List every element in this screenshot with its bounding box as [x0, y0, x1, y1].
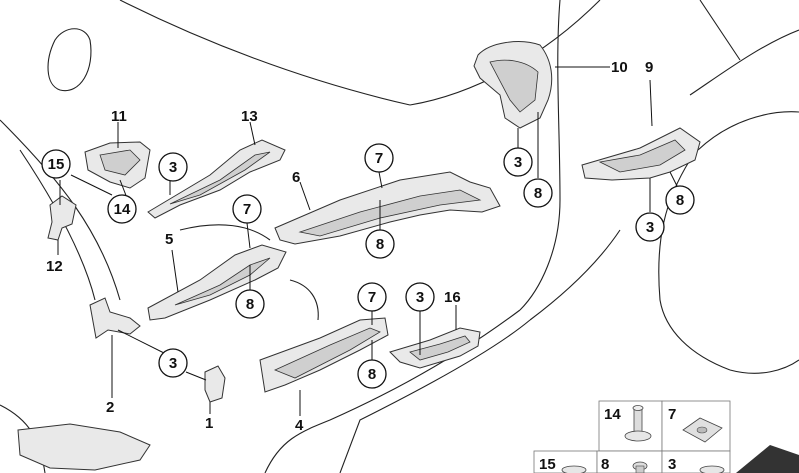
clip-icon — [561, 465, 587, 473]
legend-label-8: 8 — [601, 456, 609, 473]
svg-text:3: 3 — [514, 154, 522, 171]
label-13: 13 — [241, 108, 258, 125]
label-9: 9 — [645, 59, 653, 76]
svg-text:8: 8 — [368, 366, 376, 383]
svg-text:3: 3 — [416, 289, 424, 306]
svg-text:3: 3 — [169, 355, 177, 372]
svg-text:15: 15 — [48, 156, 65, 173]
callout-7: 7 — [357, 282, 387, 312]
heat-shield-part-4 — [259, 317, 389, 393]
spring-nut-icon — [682, 417, 723, 443]
legend-label-3: 3 — [668, 456, 676, 473]
label-12: 12 — [46, 258, 63, 275]
bracket-part-12 — [47, 195, 77, 241]
callout-14: 14 — [107, 194, 137, 224]
callout-3: 3 — [405, 282, 435, 312]
svg-text:7: 7 — [375, 150, 383, 167]
label-5: 5 — [165, 231, 173, 248]
callout-8: 8 — [357, 359, 387, 389]
svg-text:7: 7 — [243, 201, 251, 218]
heat-shield-part-13 — [147, 139, 286, 219]
circled-callouts: 15 14 3 7 8 7 8 3 — [41, 143, 695, 389]
callout-7: 7 — [232, 194, 262, 224]
label-1: 1 — [205, 415, 213, 432]
label-10: 10 — [611, 59, 628, 76]
callout-15: 15 — [41, 149, 71, 179]
callout-3: 3 — [158, 152, 188, 182]
callout-8: 8 — [235, 289, 265, 319]
heat-shield-part-11 — [84, 141, 151, 189]
heat-shield-part-5 — [147, 244, 287, 321]
callout-8: 8 — [665, 185, 695, 215]
screw-icon — [632, 461, 648, 473]
callout-8: 8 — [365, 229, 395, 259]
part-number-labels: 11 13 6 5 12 10 9 16 2 1 4 — [46, 59, 653, 434]
svg-text:8: 8 — [534, 185, 542, 202]
label-2: 2 — [106, 399, 114, 416]
label-16: 16 — [444, 289, 461, 306]
svg-text:8: 8 — [676, 192, 684, 209]
svg-text:7: 7 — [368, 289, 376, 306]
floor-panel-piece — [17, 423, 151, 471]
callout-3: 3 — [635, 212, 665, 242]
callout-7: 7 — [364, 143, 394, 173]
legend-label-14: 14 — [604, 406, 621, 423]
legend-label-7: 7 — [668, 406, 676, 423]
svg-text:3: 3 — [646, 219, 654, 236]
label-4: 4 — [295, 417, 304, 434]
legend-label-15: 15 — [539, 456, 556, 473]
heat-shield-part-10 — [473, 41, 553, 129]
bracket-part-2 — [89, 297, 141, 339]
leader-lines — [57, 66, 679, 416]
hatched-marker-icon — [736, 445, 799, 473]
svg-text:14: 14 — [114, 201, 131, 218]
bracket-part-1 — [204, 365, 226, 403]
callout-8: 8 — [523, 178, 553, 208]
callout-3: 3 — [158, 348, 188, 378]
label-11: 11 — [111, 108, 127, 125]
label-6: 6 — [292, 169, 300, 186]
fastener-legend: 14 7 15 8 3 — [533, 400, 799, 473]
clip-pin-icon — [624, 405, 652, 442]
callout-3: 3 — [503, 147, 533, 177]
svg-text:8: 8 — [376, 236, 384, 253]
svg-text:3: 3 — [169, 159, 177, 176]
nut-icon — [699, 465, 725, 473]
svg-text:8: 8 — [246, 296, 254, 313]
heat-shield-part-16 — [389, 327, 481, 369]
heat-shield-part-9 — [581, 127, 701, 181]
